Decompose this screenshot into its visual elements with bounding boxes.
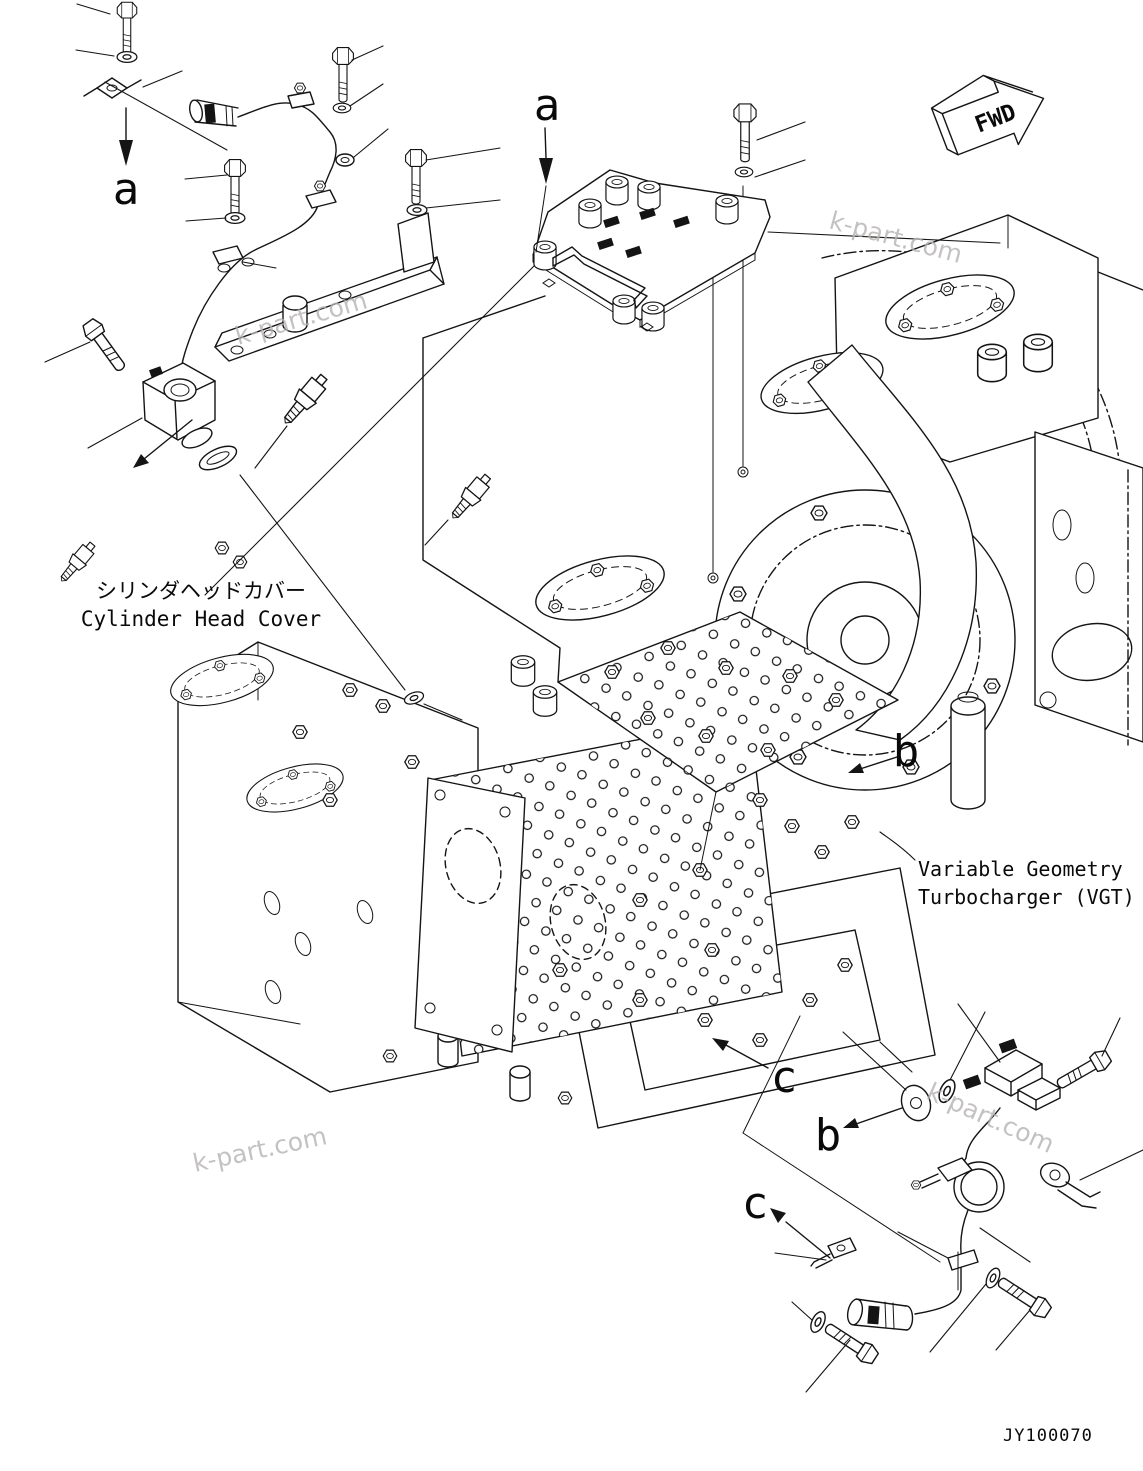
mounting-flange <box>414 777 526 1053</box>
cylinder-head-cover-label-en: Cylinder Head Cover <box>81 607 321 631</box>
rocker-cover <box>529 544 671 632</box>
banjo-fitting <box>1039 1162 1101 1209</box>
standoff <box>578 198 602 229</box>
watermark-text: k-part.com <box>232 285 371 350</box>
cable-clamp <box>212 245 255 273</box>
cable-clamp <box>287 82 315 109</box>
actuator-cylinder <box>950 691 986 810</box>
flange-bolt <box>79 315 131 376</box>
plug-sensor <box>276 369 333 431</box>
sensor-bracket <box>962 1038 1061 1111</box>
grommet <box>335 153 355 167</box>
watermark-text: k-part.com <box>190 1121 329 1178</box>
engine-assembly <box>165 185 1143 1129</box>
view-label-a-left: a <box>113 164 140 215</box>
fwd-arrow: FWD <box>930 74 1045 156</box>
vgt-label-line1: Variable Geometry <box>918 857 1123 881</box>
bolt <box>332 47 354 103</box>
mounting-rail <box>214 212 445 362</box>
bolt <box>224 159 246 215</box>
bolt <box>1052 1046 1115 1095</box>
bolt <box>405 149 427 205</box>
bolt <box>993 1271 1055 1322</box>
standoff <box>612 294 636 325</box>
lower-harness-group <box>742 1003 1143 1393</box>
mounting-plate-group <box>532 103 1001 332</box>
view-label-a-middle: a <box>534 80 561 131</box>
part-name-labels: シリンダヘッドカバー Cylinder Head Cover Variable … <box>81 579 1135 1446</box>
view-label-b-harness: b <box>815 1110 842 1161</box>
stud-boss <box>532 685 558 717</box>
vgt-label-line2: Turbocharger (VGT) <box>918 885 1135 909</box>
cylinder-head-cover-label-jp: シリンダヘッドカバー <box>96 579 306 603</box>
washer <box>406 203 428 217</box>
wire-clamp <box>947 1249 979 1291</box>
valve-deck <box>557 611 899 793</box>
bolt <box>116 1 138 54</box>
standoff <box>637 180 661 211</box>
gasket <box>181 427 238 471</box>
sensor-connector <box>189 99 239 127</box>
wire-clamp <box>910 1157 973 1190</box>
sensor-block <box>142 362 216 441</box>
washer <box>332 102 352 114</box>
stud-boss <box>510 655 536 687</box>
bolt <box>820 1317 882 1368</box>
wiring-strip <box>552 246 648 309</box>
view-label-c-harness: c <box>742 1178 769 1229</box>
washer <box>734 166 754 178</box>
crankcase-left <box>165 641 479 1093</box>
stud-boss <box>976 343 1008 383</box>
exhaust-block <box>1034 431 1143 746</box>
standoff <box>715 194 739 225</box>
upper-harness-group <box>44 1 539 721</box>
grommet <box>900 1084 932 1122</box>
connector-plug <box>846 1298 914 1331</box>
washer <box>224 211 246 225</box>
cable-clamp <box>305 180 337 209</box>
washer <box>116 50 138 64</box>
bolt <box>733 103 757 163</box>
intake-duct <box>807 344 978 741</box>
plug-sensor <box>54 537 100 588</box>
wire-clip <box>83 77 142 99</box>
clamp-plate <box>810 1237 857 1269</box>
pressure-sensor <box>444 469 496 525</box>
standoff <box>605 175 629 206</box>
connector-tabs <box>597 207 690 258</box>
view-labels: a a b c b c <box>113 80 920 1259</box>
drawing-number: JY100070 <box>1003 1426 1093 1446</box>
view-label-c-engine: c <box>771 1052 798 1103</box>
view-label-b-turbo: b <box>893 726 920 777</box>
stud-boss <box>1022 333 1054 373</box>
